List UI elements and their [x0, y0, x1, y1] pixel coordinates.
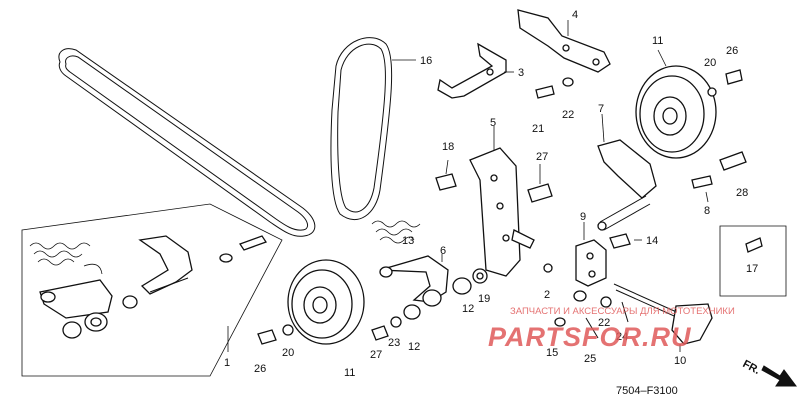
tension-arm-6 — [371, 255, 449, 341]
callout-25: 25 — [584, 353, 596, 365]
callout-26-left: 26 — [254, 363, 266, 375]
bolt-26-left — [257, 324, 294, 345]
pivot-arm-7 — [597, 139, 713, 231]
bracket-4 — [517, 9, 611, 87]
sub-assembly-frame — [21, 203, 283, 377]
callout-19: 19 — [478, 293, 490, 305]
callout-23: 23 — [388, 337, 400, 349]
callout-4: 4 — [572, 9, 578, 21]
support-plate-5 — [469, 147, 535, 277]
drive-belt-16 — [330, 37, 393, 220]
callout-6: 6 — [440, 245, 446, 257]
bracket-3 — [437, 42, 507, 99]
watermark-tagline: ЗАПЧАСТИ И АКСЕССУАРЫ ДЛЯ МОТОТЕХНИКИ — [510, 306, 735, 317]
front-label: FR. — [741, 358, 762, 377]
callout-10: 10 — [674, 355, 686, 367]
callout-8: 8 — [704, 205, 710, 217]
bolt-27-right — [527, 183, 553, 203]
small-parts-center — [543, 263, 629, 339]
watermark: ЗАПЧАСТИ И АКСЕССУАРЫ ДЛЯ МОТОТЕХНИКИ PA… — [488, 306, 735, 352]
callout-27-right: 27 — [536, 151, 548, 163]
callout-14: 14 — [646, 235, 658, 247]
callout-17: 17 — [746, 263, 758, 275]
callout-22-top: 22 — [562, 109, 574, 121]
callout-20-left: 20 — [282, 347, 294, 359]
callout-11-right: 11 — [652, 35, 663, 47]
callout-18: 18 — [442, 141, 454, 153]
bushing-18 — [435, 173, 457, 191]
pivot-arm-left — [138, 235, 267, 295]
idler-arm-left — [39, 279, 138, 339]
callout-15: 15 — [546, 347, 558, 359]
front-direction-indicator: FR. — [741, 358, 797, 387]
tension-spring-left — [29, 242, 103, 275]
callout-7: 7 — [598, 103, 604, 115]
callout-24: 24 — [616, 331, 628, 343]
tension-spring-13 — [371, 220, 421, 244]
collar-12-19 — [452, 268, 488, 295]
drive-belt-long — [58, 48, 316, 237]
callout-13: 13 — [402, 235, 414, 247]
washer-20-bolt-26-right — [707, 69, 743, 97]
callout-21: 21 — [532, 123, 544, 135]
diagram-code: 7504–F3100 — [616, 385, 678, 397]
callout-labels: 1 2 3 4 5 6 7 8 9 10 11 11 12 12 13 14 1… — [224, 9, 758, 379]
callout-28: 28 — [736, 187, 748, 199]
callout-11-left: 11 — [344, 367, 355, 379]
callout-16: 16 — [420, 55, 432, 67]
front-arrow-icon — [761, 365, 797, 387]
callout-3: 3 — [518, 67, 524, 79]
callout-1: 1 — [224, 357, 230, 369]
callout-22-lower: 22 — [598, 317, 610, 329]
bolt-21 — [535, 85, 555, 99]
mount-block-9 — [575, 233, 631, 287]
idler-pulley-left — [287, 259, 365, 345]
idler-pulley-right — [635, 65, 717, 159]
callout-27-left: 27 — [370, 349, 382, 361]
callout-9: 9 — [580, 211, 586, 223]
callout-2: 2 — [544, 289, 550, 301]
watermark-logo: PARTSFOR.RU — [488, 322, 692, 352]
leader-lines — [227, 20, 709, 352]
adjust-rod-10 — [613, 283, 713, 345]
callout-12-lower: 12 — [408, 341, 420, 353]
bolt-28 — [719, 151, 747, 171]
bolt-17 — [719, 225, 787, 297]
callout-20-right: 20 — [704, 57, 716, 69]
callout-12-center: 12 — [462, 303, 474, 315]
callout-5: 5 — [490, 117, 496, 129]
callout-26-right: 26 — [726, 45, 738, 57]
